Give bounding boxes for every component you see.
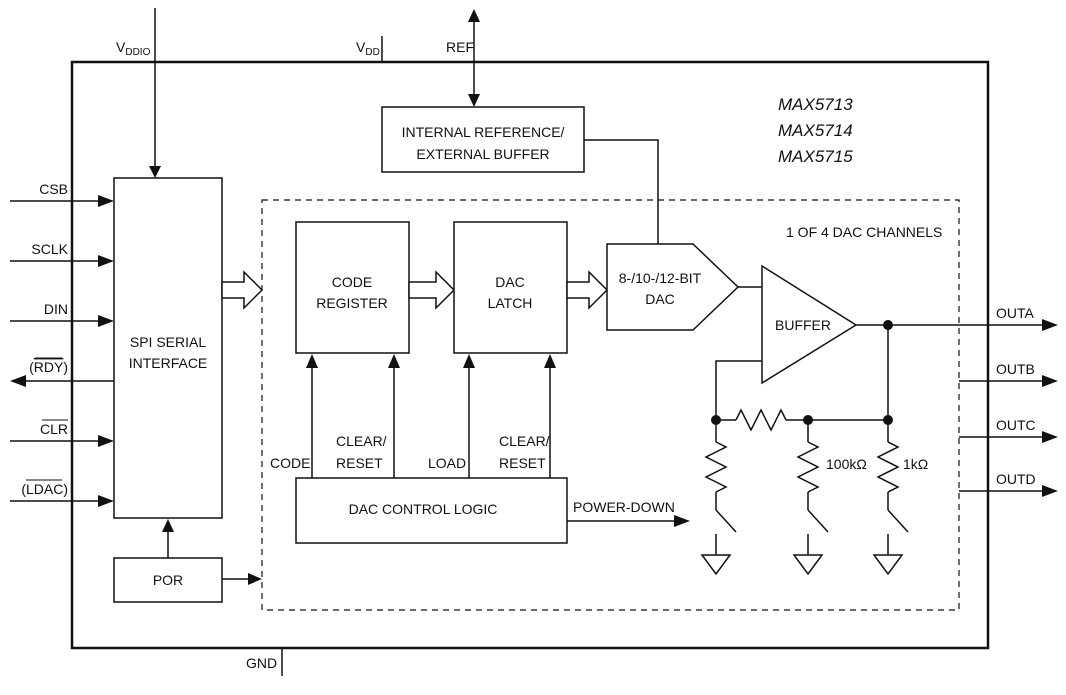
clear-reset-1-label-1: CLEAR/	[336, 433, 387, 449]
middle-ground-icon	[792, 554, 824, 576]
gnd-label: GND	[246, 655, 277, 671]
clear-reset-2-label-2: RESET	[499, 455, 546, 471]
vdd-main: V	[356, 39, 366, 55]
clear-reset-2-label-1: CLEAR/	[499, 433, 550, 449]
rdy-arrowhead	[10, 375, 26, 387]
load-signal-arrowhead	[463, 354, 475, 368]
por-to-spi-arrowhead	[162, 519, 174, 532]
left-branch-switch	[715, 509, 737, 533]
ref-label: REF	[446, 39, 474, 55]
dac-label-2: DAC	[645, 291, 675, 307]
feedback-resistor	[735, 408, 787, 432]
spi-label-1: SPI SERIAL	[130, 334, 206, 350]
code-signal-label: CODE	[270, 455, 310, 471]
clr-arrowhead	[98, 435, 114, 447]
vddio-sub: DDIO	[125, 47, 150, 58]
outd-label: OUTD	[996, 471, 1036, 487]
outb-arrowhead	[1042, 375, 1058, 387]
part-number-2: MAX5714	[778, 121, 853, 140]
middle-branch-switch	[807, 509, 829, 533]
reference-label-1: INTERNAL REFERENCE/	[402, 124, 565, 140]
din-arrowhead	[98, 315, 114, 327]
ref-arrowhead-up	[468, 9, 480, 22]
outd-arrowhead	[1042, 485, 1058, 497]
rdy-open-paren: (	[29, 359, 34, 375]
sclk-arrowhead	[98, 255, 114, 267]
outa-arrowhead	[1042, 319, 1058, 331]
dac-label-1: 8-/10-/12-BIT	[619, 270, 702, 286]
resistor-100k-label: 100kΩ	[826, 456, 867, 472]
outb-label: OUTB	[996, 361, 1035, 377]
load-signal-label: LOAD	[428, 455, 466, 471]
chip-outline	[70, 60, 990, 650]
outc-label: OUTC	[996, 417, 1036, 433]
code-signal-arrowhead	[306, 354, 318, 368]
right-branch-resistor	[876, 441, 900, 493]
resistor-1k-label: 1kΩ	[903, 456, 928, 472]
rdy-label: (RDY)	[29, 359, 68, 375]
vddio-main: V	[116, 39, 126, 55]
vdd-sub: DD	[365, 47, 379, 58]
left-ground-icon	[700, 554, 732, 576]
spi-label-2: INTERFACE	[129, 355, 208, 371]
part-number-3: MAX5715	[778, 147, 853, 166]
power-down-arrowhead	[674, 515, 690, 527]
right-ground-icon	[872, 554, 904, 576]
ldac-label: (LDAC)	[21, 481, 68, 497]
por-label: POR	[153, 572, 183, 588]
code-register-label-1: CODE	[332, 274, 372, 290]
dac-latch-label-2: LATCH	[488, 295, 533, 311]
power-down-label: POWER-DOWN	[573, 499, 675, 515]
code-register-label-2: REGISTER	[316, 295, 388, 311]
dac-control-logic-label: DAC CONTROL LOGIC	[349, 501, 498, 517]
din-label: DIN	[44, 301, 68, 317]
por-to-channel-arrowhead	[248, 573, 262, 585]
left-branch-resistor	[704, 441, 728, 493]
clear-reset-2-arrowhead	[544, 354, 556, 368]
spi-bus-arrow	[221, 270, 264, 310]
sclk-label: SCLK	[31, 241, 68, 257]
por-block	[113, 557, 223, 603]
dac-control-logic-block	[295, 477, 568, 544]
clear-reset-1-label-2: RESET	[336, 455, 383, 471]
vdd-label: VDD	[356, 39, 380, 58]
code-register-block	[295, 221, 410, 354]
rdy-text: RDY	[34, 359, 64, 375]
right-branch-switch	[887, 509, 909, 533]
ldac-arrowhead	[98, 495, 114, 507]
clear-reset-1-arrowhead	[388, 354, 400, 368]
buffer-amplifier	[761, 264, 858, 385]
reference-to-dac-line	[584, 139, 659, 244]
dac-latch-label-1: DAC	[495, 274, 525, 290]
buffer-feedback-line	[715, 360, 762, 420]
rdy-close-paren: )	[63, 359, 68, 375]
vddio-arrowhead	[149, 166, 161, 178]
dac-channel-region	[261, 199, 960, 611]
internal-reference-block	[381, 106, 585, 173]
dac-block	[606, 243, 740, 331]
spi-serial-interface-block	[113, 177, 223, 519]
reference-label-2: EXTERNAL BUFFER	[416, 146, 549, 162]
csb-arrowhead	[98, 195, 114, 207]
outa-label: OUTA	[996, 305, 1035, 321]
clr-label: CLR	[40, 421, 68, 437]
middle-branch-resistor	[796, 441, 820, 493]
ref-arrowhead-down	[468, 94, 480, 107]
dac-channels-label: 1 OF 4 DAC CHANNELS	[786, 224, 942, 240]
code-to-latch-bus-arrow	[408, 270, 456, 310]
vddio-label: VDDIO	[116, 39, 151, 58]
csb-label: CSB	[39, 181, 68, 197]
buffer-label: BUFFER	[775, 317, 831, 333]
outc-arrowhead	[1042, 431, 1058, 443]
latch-to-dac-bus-arrow	[566, 270, 609, 310]
part-number-1: MAX5713	[778, 95, 853, 114]
